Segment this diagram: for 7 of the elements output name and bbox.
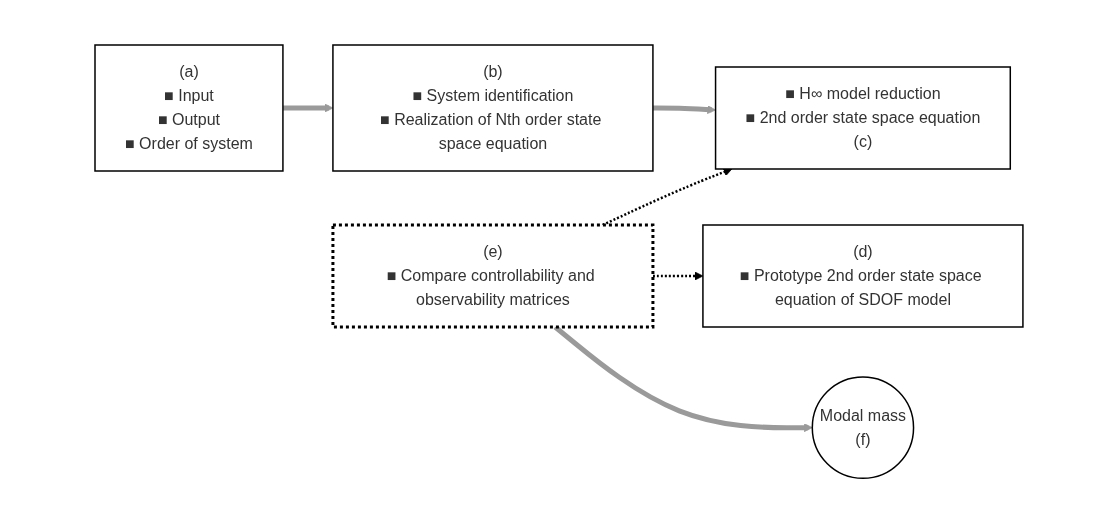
node-circle: Modal mass (f) xyxy=(811,376,915,479)
arrow xyxy=(652,105,716,114)
node-box: (b) ■ System identification ■ Realization of Nth order state space equation xyxy=(332,44,654,172)
node-box: (e) ■ Compare controllability and observability matrices xyxy=(331,223,655,329)
node-box: ■ H∞ model reduction ■ 2nd order state space equation (c) xyxy=(714,66,1012,170)
node-box: (d) ■ Prototype 2nd order state space equation of SDOF model xyxy=(702,224,1024,328)
node-box: (a) ■ Input ■ Output ■ Order of system xyxy=(94,44,284,172)
